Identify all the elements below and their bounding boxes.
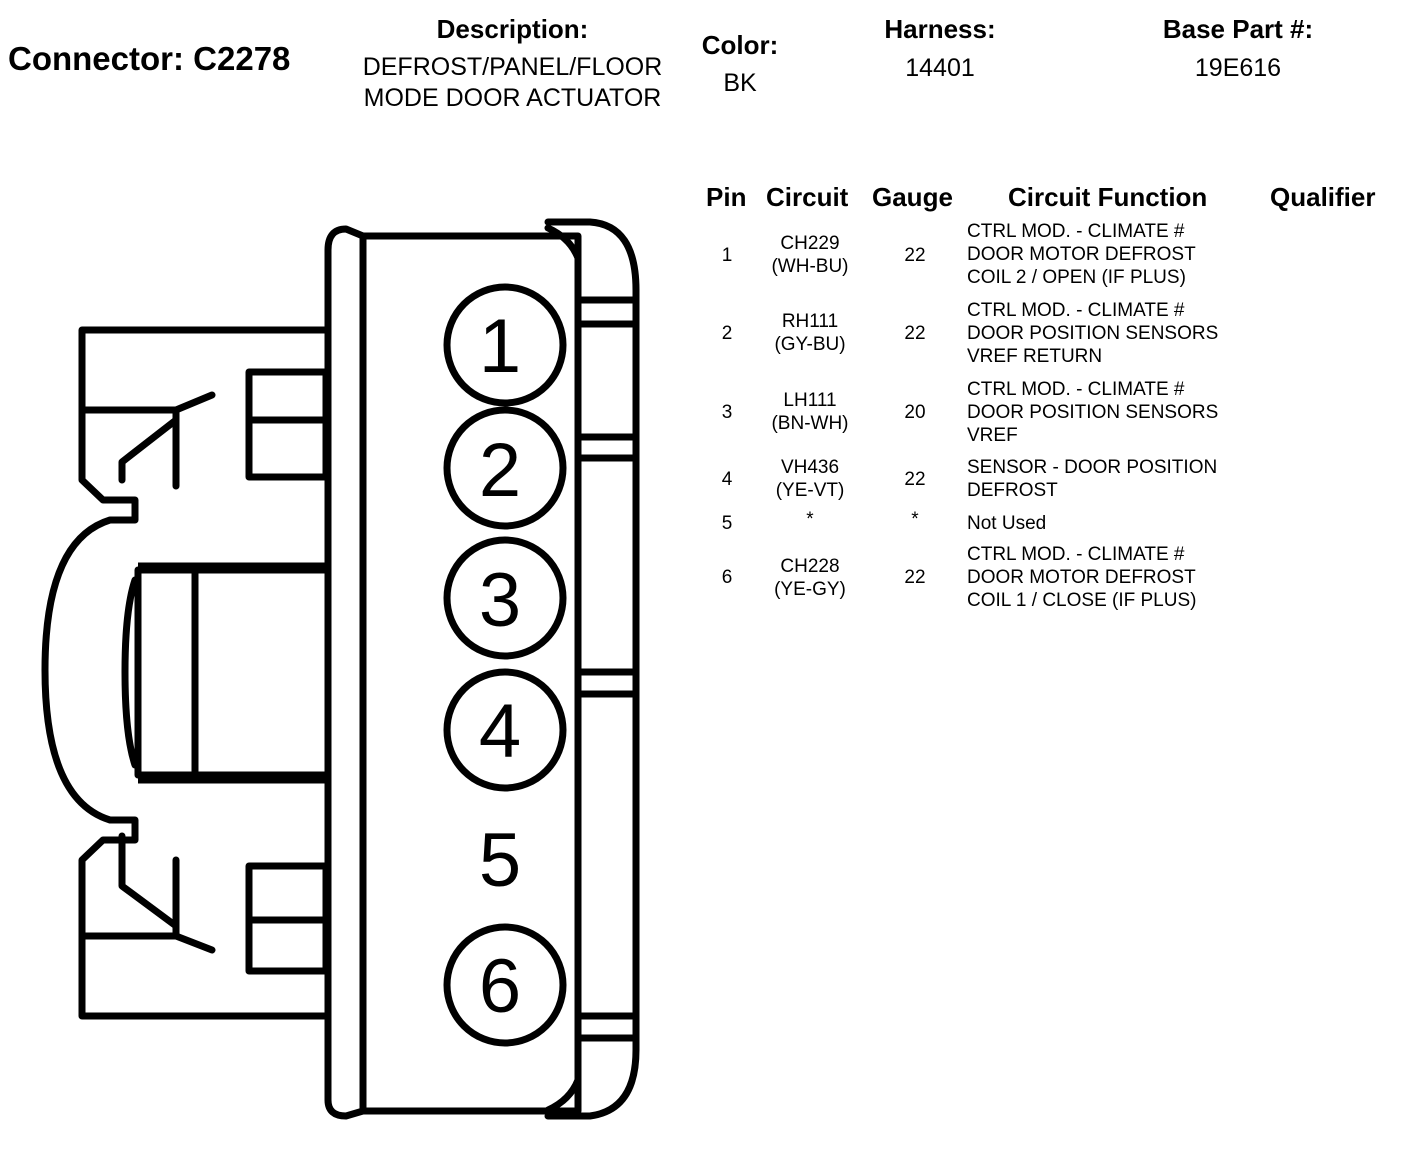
function-line: DEFROST bbox=[967, 480, 1058, 501]
function-line: CTRL MOD. - CLIMATE # bbox=[967, 300, 1185, 321]
table-row-pin: 4 bbox=[721, 469, 733, 490]
lock-block bbox=[134, 566, 332, 779]
table-row-circuit: VH436 (YE-VT) bbox=[755, 456, 865, 502]
cavity-label: 6 bbox=[479, 944, 521, 1029]
circuit-code: * bbox=[806, 509, 814, 530]
circuit-code: RH111 bbox=[781, 311, 839, 332]
description-value: DEFROST/PANEL/FLOOR MODE DOOR ACTUATOR bbox=[340, 52, 685, 114]
table-row-pin: 6 bbox=[721, 567, 733, 588]
function-line: DOOR POSITION SENSORS bbox=[967, 402, 1219, 423]
circuit-color: (GY-BU) bbox=[774, 334, 846, 355]
cavity-3-circle bbox=[443, 536, 567, 660]
cavity-label: 3 bbox=[479, 558, 521, 643]
connector-right-cap bbox=[544, 218, 640, 1120]
table-row-circuit: * bbox=[755, 508, 865, 531]
table-row-circuit: RH111 (GY-BU) bbox=[755, 310, 865, 356]
function-line: Not Used bbox=[967, 513, 1047, 534]
bottom-latch bbox=[78, 832, 216, 954]
cavity-4-circle bbox=[443, 668, 567, 792]
table-row-gauge: 20 bbox=[904, 402, 926, 423]
col-header-circuit: Circuit bbox=[766, 182, 849, 212]
base-part-label: Base Part #: bbox=[1162, 14, 1314, 44]
circuit-code: CH228 bbox=[780, 556, 840, 577]
cavity-1-circle bbox=[443, 283, 567, 407]
color-value: BK bbox=[723, 69, 757, 97]
description-line-2: MODE DOOR ACTUATOR bbox=[363, 84, 662, 112]
table-row-function: Not Used bbox=[967, 512, 1046, 535]
circuit-color: (BN-WH) bbox=[771, 413, 849, 434]
table-row-pin: 1 bbox=[721, 245, 733, 266]
harness-value: 14401 bbox=[905, 54, 975, 82]
table-row-circuit: LH111 (BN-WH) bbox=[755, 389, 865, 435]
table-row-gauge: 22 bbox=[904, 469, 926, 490]
table-row-function: CTRL MOD. - CLIMATE # DOOR MOTOR DEFROST… bbox=[967, 220, 1196, 289]
connector-left-housing bbox=[41, 326, 332, 1020]
table-row-gauge: 22 bbox=[904, 323, 926, 344]
table-row-function: CTRL MOD. - CLIMATE # DOOR MOTOR DEFROST… bbox=[967, 543, 1196, 612]
table-row-pin: 3 bbox=[721, 402, 733, 423]
circuit-color: (WH-BU) bbox=[771, 256, 849, 277]
connector-title: Connector: C2278 bbox=[8, 40, 291, 77]
circuit-code: LH111 bbox=[783, 390, 837, 411]
table-row-gauge: * bbox=[911, 509, 919, 530]
table-row-function: SENSOR - DOOR POSITION DEFROST bbox=[967, 456, 1217, 502]
harness-label: Harness: bbox=[884, 14, 996, 44]
description-label: Description: bbox=[436, 14, 589, 44]
table-row-gauge: 22 bbox=[904, 567, 926, 588]
cavity-2-circle bbox=[443, 406, 567, 530]
col-header-function: Circuit Function bbox=[1008, 182, 1208, 212]
connector-left-rail bbox=[324, 225, 367, 1120]
function-line: VREF RETURN bbox=[967, 346, 1103, 367]
function-line: SENSOR - DOOR POSITION bbox=[967, 457, 1218, 478]
cavity-label: 1 bbox=[479, 304, 521, 389]
function-line: DOOR MOTOR DEFROST bbox=[967, 567, 1196, 588]
function-line: DOOR POSITION SENSORS bbox=[967, 323, 1219, 344]
table-row-function: CTRL MOD. - CLIMATE # DOOR POSITION SENS… bbox=[967, 299, 1218, 368]
function-line: CTRL MOD. - CLIMATE # bbox=[967, 544, 1185, 565]
cavity-6-circle bbox=[443, 923, 567, 1047]
function-line: COIL 1 / CLOSE (IF PLUS) bbox=[967, 590, 1197, 611]
function-line: DOOR MOTOR DEFROST bbox=[967, 244, 1196, 265]
circuit-color: (YE-VT) bbox=[775, 480, 845, 501]
circuit-code: CH229 bbox=[780, 233, 840, 254]
color-label: Color: bbox=[701, 30, 779, 60]
table-row-function: CTRL MOD. - CLIMATE # DOOR POSITION SENS… bbox=[967, 378, 1218, 447]
table-row-circuit: CH229 (WH-BU) bbox=[755, 232, 865, 278]
top-latch bbox=[78, 391, 216, 490]
description-line-1: DEFROST/PANEL/FLOOR bbox=[362, 53, 663, 81]
col-header-pin: Pin bbox=[706, 182, 747, 212]
table-row-pin: 2 bbox=[721, 323, 733, 344]
cavity-label: 4 bbox=[479, 689, 521, 774]
table-row-pin: 5 bbox=[721, 513, 733, 534]
connector-face-diagram: 1 2 3 4 5 6 bbox=[41, 218, 640, 1120]
function-line: CTRL MOD. - CLIMATE # bbox=[967, 221, 1185, 242]
function-line: CTRL MOD. - CLIMATE # bbox=[967, 379, 1185, 400]
function-line: VREF bbox=[967, 425, 1018, 446]
circuit-color: (YE-GY) bbox=[774, 579, 846, 600]
cavity-label: 2 bbox=[479, 428, 521, 513]
table-row-circuit: CH228 (YE-GY) bbox=[755, 555, 865, 601]
col-header-gauge: Gauge bbox=[872, 182, 953, 212]
col-header-qualifier: Qualifier bbox=[1270, 182, 1376, 212]
base-part-value: 19E616 bbox=[1194, 54, 1282, 82]
function-line: COIL 2 / OPEN (IF PLUS) bbox=[967, 267, 1186, 288]
circuit-code: VH436 bbox=[780, 457, 840, 478]
cavity-label: 5 bbox=[479, 818, 521, 903]
table-row-gauge: 22 bbox=[904, 245, 926, 266]
